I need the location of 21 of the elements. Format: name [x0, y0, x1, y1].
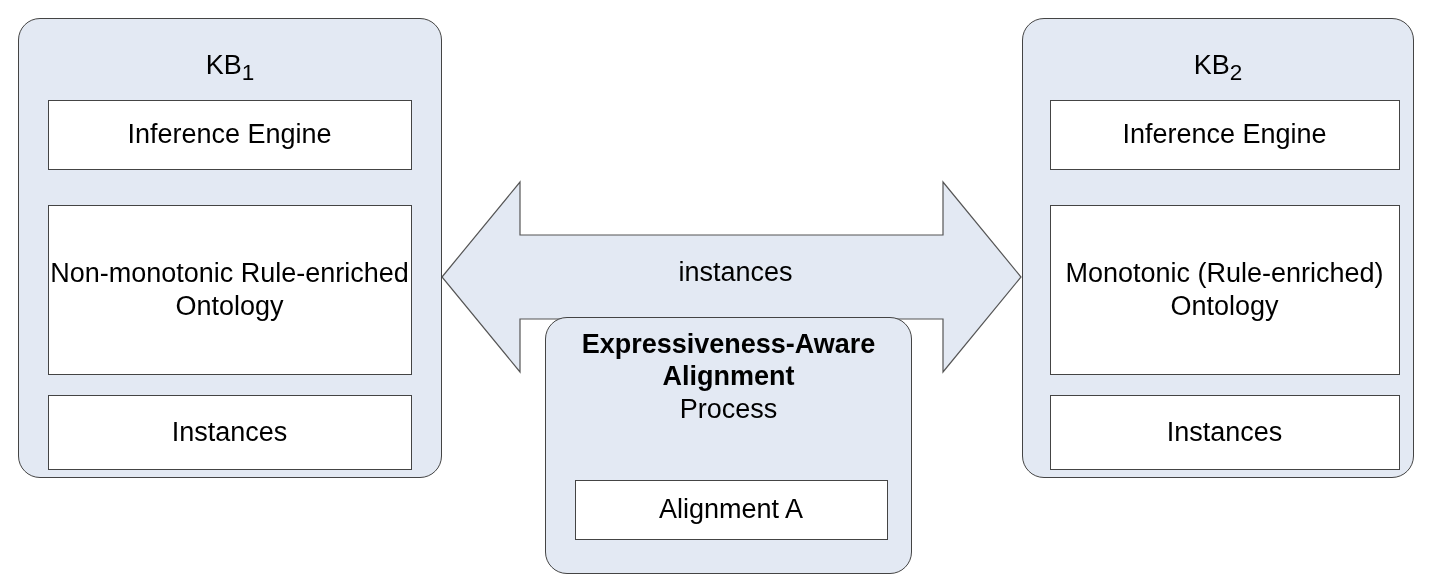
component-box — [47, 394, 412, 470]
panel-box — [18, 18, 442, 478]
box-label: Inference Engine — [1122, 118, 1327, 151]
panel-box — [1022, 18, 1414, 478]
component-box — [47, 204, 412, 375]
component-box — [47, 99, 412, 170]
box-label: Inference Engine — [127, 118, 332, 151]
component-box — [574, 479, 888, 540]
box-label: Alignment A — [658, 493, 804, 526]
panel-box — [545, 317, 912, 574]
box-label: Non-monotonic Rule-enriched Ontology — [49, 257, 410, 322]
box-label: Instances — [171, 415, 288, 449]
panel-title: KB$_{1}$ — [204, 49, 256, 87]
component-box — [1049, 394, 1400, 470]
box-label: Instances — [1166, 415, 1283, 449]
panel-title: Expressiveness-Aware Alignment — [580, 328, 877, 393]
panel-subtitle: Process — [678, 392, 779, 426]
panel-title: KB$_{2}$ — [1192, 49, 1244, 87]
component-box — [1049, 99, 1400, 170]
box-label: Monotonic (Rule-enriched) Ontology — [1064, 257, 1385, 322]
component-box — [1049, 204, 1400, 375]
